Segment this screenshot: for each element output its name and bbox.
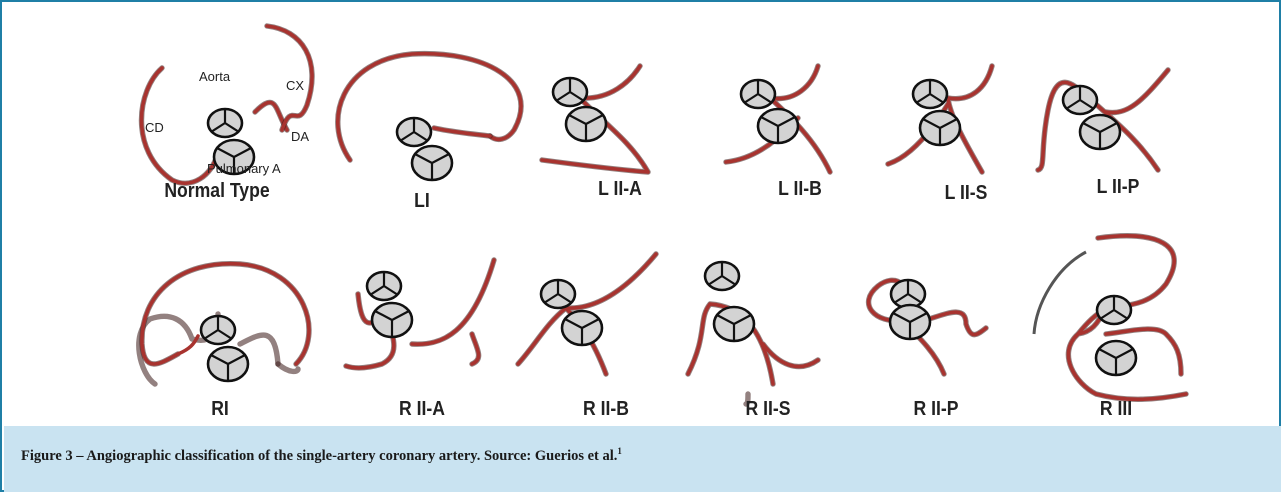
aorta-valve xyxy=(208,109,242,137)
panel-label: RI xyxy=(132,398,308,421)
pulmonary-valve xyxy=(566,107,606,141)
aorta-valve xyxy=(741,80,775,108)
aorta-valve xyxy=(367,272,401,300)
panel-label: R II-A xyxy=(334,398,510,421)
aorta-valve xyxy=(397,118,431,146)
aorta-valve xyxy=(1063,86,1097,114)
panel-l-ii-a: L II-A xyxy=(520,20,720,230)
caption-text: Figure 3 – Angiographic classification o… xyxy=(21,446,622,465)
cx-label: CX xyxy=(286,78,304,93)
aorta-valve xyxy=(1097,296,1131,324)
panel-normal-type: Aorta Pulmonary A CD CX DA Normal Type xyxy=(117,20,317,230)
panel-label: R III xyxy=(1028,398,1204,421)
pulmonary-valve xyxy=(758,109,798,143)
da-label: DA xyxy=(291,129,309,144)
panel-label: Normal Type xyxy=(129,180,305,203)
pulmonary-valve xyxy=(412,146,452,180)
cd-label: CD xyxy=(145,120,164,135)
panel-r-ii-a: R II-A xyxy=(322,224,522,434)
pulmonary-valve xyxy=(1080,115,1120,149)
pulmonary-valve xyxy=(890,305,930,339)
panel-label: LI xyxy=(334,190,510,213)
aorta-valve xyxy=(201,316,235,344)
panel-r-ii-p: R II-P xyxy=(836,224,1036,434)
pulmonary-valve xyxy=(714,307,754,341)
panel-li: LI xyxy=(322,20,522,230)
caption-ref: 1 xyxy=(617,446,622,456)
figure-caption: Figure 3 – Angiographic classification o… xyxy=(4,426,1281,492)
pulmonary-valve xyxy=(372,303,412,337)
panel-label: L II-P xyxy=(1030,176,1206,199)
panel-label: L II-B xyxy=(712,178,888,201)
panel-label: R II-S xyxy=(680,398,856,421)
panel-r-iii: R III xyxy=(1016,224,1216,434)
pulmonary-valve xyxy=(1096,341,1136,375)
panel-label: R II-P xyxy=(848,398,1024,421)
pulmonary-label: Pulmonary A xyxy=(207,161,281,176)
aorta-valve xyxy=(553,78,587,106)
aorta-valve xyxy=(705,262,739,290)
panel-label: L II-A xyxy=(532,178,708,201)
aorta-label: Aorta xyxy=(199,69,231,84)
aorta-valve xyxy=(913,80,947,108)
pulmonary-valve xyxy=(920,111,960,145)
caption-body: Figure 3 – Angiographic classification o… xyxy=(21,448,617,464)
panel-l-ii-p: L II-P xyxy=(1018,20,1218,230)
panel-ri: RI xyxy=(120,224,320,434)
pulmonary-valve xyxy=(208,347,248,381)
aorta-valve xyxy=(541,280,575,308)
pulmonary-valve xyxy=(562,311,602,345)
